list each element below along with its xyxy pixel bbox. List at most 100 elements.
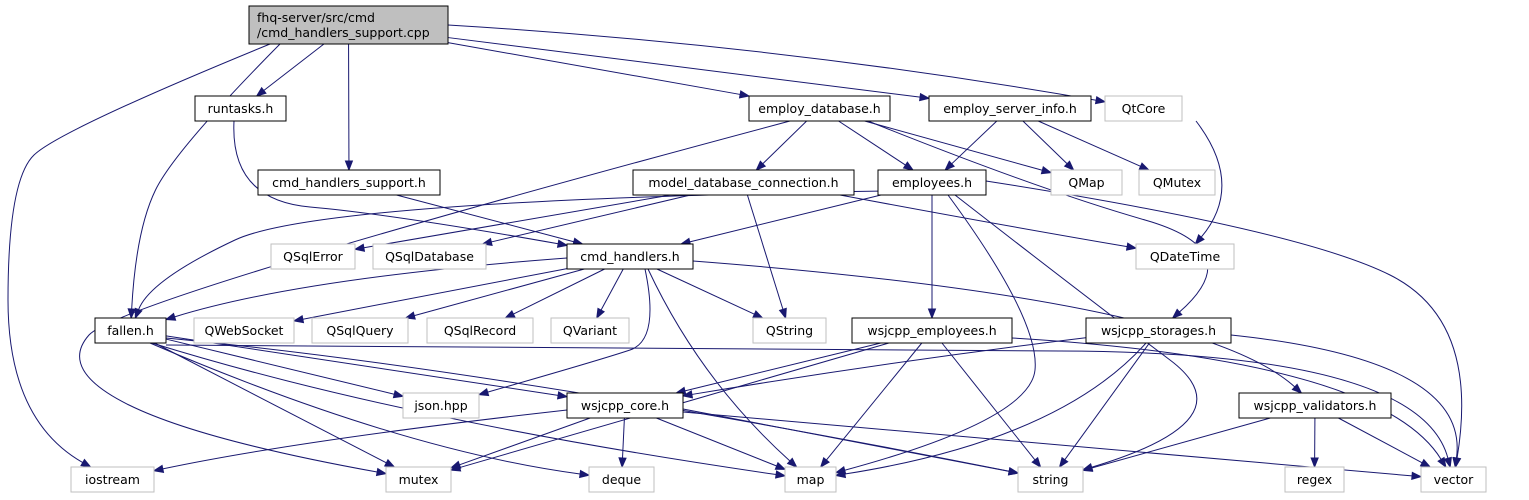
edge-wsjcpp_employees-to-map [819, 342, 923, 469]
node-label: QSqlRecord [444, 323, 516, 338]
node-box [748, 95, 891, 122]
node-fallen[interactable]: fallen.h [94, 317, 167, 344]
node-cmd-handlers[interactable]: cmd_handlers.h [566, 243, 694, 270]
edge-line [622, 417, 625, 459]
edge-cmd_handlers-to-qsqlrecord [504, 268, 605, 319]
node-regex: regex [1284, 466, 1345, 493]
arrowhead [134, 307, 143, 320]
node-box [877, 169, 987, 196]
arrowhead [353, 243, 366, 252]
edge-line [985, 180, 1463, 459]
node-label: employees.h [892, 175, 972, 190]
node-wsjcpp-employees[interactable]: wsjcpp_employees.h [851, 317, 1013, 344]
node-label: QWebSocket [205, 323, 284, 338]
edge-model_database_connection-to-qsqlerror [353, 194, 671, 252]
edge-wsjcpp_storages-to-string [1058, 342, 1150, 469]
node-wsjcpp-storages[interactable]: wsjcpp_storages.h [1085, 317, 1232, 344]
edge-line [1091, 417, 1271, 469]
edge-fallen-to-mutex [154, 342, 396, 468]
arrowhead [449, 460, 462, 469]
arrowhead [1310, 457, 1319, 469]
node-qsqlquery: QSqlQuery [311, 317, 409, 344]
edge-line [684, 342, 881, 392]
node-label: QMutex [1153, 175, 1201, 190]
node-box [566, 392, 684, 419]
edge-line [447, 24, 1097, 101]
node-label: QVariant [563, 323, 617, 338]
arrowhead [556, 239, 569, 248]
arrowhead [579, 469, 591, 479]
arrowhead [477, 387, 490, 397]
edge-line [762, 120, 808, 165]
node-employ-server-info[interactable]: employ_server_info.h [928, 95, 1092, 122]
node-string: string [1017, 466, 1084, 493]
node-map: map [784, 466, 837, 493]
arrowhead [902, 161, 915, 171]
node-label: fallen.h [107, 323, 154, 338]
edge-line [154, 342, 387, 464]
edge-line [647, 268, 791, 462]
arrowhead [738, 90, 751, 99]
edge-wsjcpp_core-to-vector [682, 411, 1423, 481]
node-box [784, 466, 837, 493]
edge-model_database_connection-to-qdatetime [839, 194, 1138, 251]
node-qsqlerror: QSqlError [270, 243, 356, 270]
node-label: wsjcpp_validators.h [1254, 398, 1377, 413]
edge-line [954, 194, 1198, 468]
edge-employ_server_info-to-qmap [1022, 120, 1075, 171]
edge-line [600, 268, 624, 311]
edge-line [839, 194, 1128, 248]
arrowhead [944, 160, 955, 171]
arrowhead [1411, 471, 1423, 481]
node-label: wsjcpp_core.h [581, 398, 669, 413]
edge-root-to-employ_database [447, 42, 751, 99]
arrowhead [404, 311, 416, 320]
node-model-database-connection[interactable]: model_database_connection.h [632, 169, 855, 196]
edge-line [682, 408, 1010, 472]
node-employees[interactable]: employees.h [877, 169, 987, 196]
node-box [928, 95, 1092, 122]
arrowhead [834, 469, 847, 479]
node-root: fhq-server/src/cmd/cmd_handlers_support.… [248, 5, 449, 45]
edge-wsjcpp_core-to-mutex [449, 417, 591, 469]
edge-wsjcpp_storages-to-vector [1230, 334, 1461, 469]
node-box [1284, 466, 1345, 493]
edge-root-to-employ_server_info [447, 37, 931, 102]
edge-cmd_handlers-to-qstring [656, 268, 764, 319]
edge-line [941, 342, 1036, 461]
node-label: employ_server_info.h [943, 101, 1077, 116]
edge-line [396, 194, 574, 243]
edge-root-to-fallen [127, 43, 281, 320]
node-box [372, 243, 487, 270]
edge-line [149, 342, 581, 475]
arrowhead [80, 458, 92, 468]
node-box [1135, 243, 1235, 270]
node-box [632, 169, 855, 196]
edge-line [459, 417, 591, 466]
edge-line [1338, 417, 1423, 464]
node-box [311, 317, 409, 344]
node-wsjcpp-core[interactable]: wsjcpp_core.h [566, 392, 684, 419]
node-box [1017, 466, 1084, 493]
arrowhead [1171, 308, 1183, 319]
edge-wsjcpp_core-to-map [656, 417, 787, 470]
node-deque: deque [588, 466, 655, 493]
node-cmd-handlers-support-h[interactable]: cmd_handlers_support.h [257, 169, 441, 196]
edge-employ_database-to-mutex [79, 120, 791, 477]
node-box [402, 392, 480, 419]
node-label: wsjcpp_employees.h [867, 323, 996, 338]
edge-employ_server_info-to-employees [944, 120, 998, 171]
arrowhead [164, 312, 177, 321]
node-label: runtasks.h [208, 101, 274, 116]
node-runtasks[interactable]: runtasks.h [194, 95, 287, 122]
node-label: QMap [1068, 175, 1104, 190]
edge-line [1064, 342, 1150, 461]
node-employ-database[interactable]: employ_database.h [748, 95, 891, 122]
node-wsjcpp-validators[interactable]: wsjcpp_validators.h [1238, 392, 1392, 419]
node-label: model_database_connection.h [648, 175, 838, 190]
node-box [1085, 317, 1232, 344]
edge-line [263, 43, 325, 91]
node-layer: fhq-server/src/cmd/cmd_handlers_support.… [70, 5, 1487, 493]
node-box [1138, 169, 1216, 196]
node-qmutex: QMutex [1138, 169, 1216, 196]
